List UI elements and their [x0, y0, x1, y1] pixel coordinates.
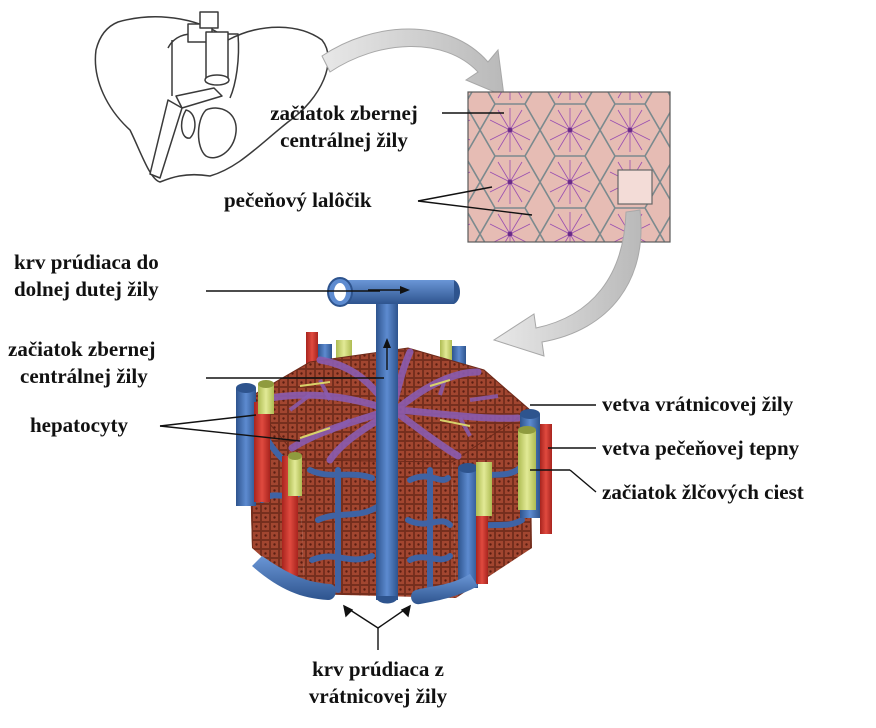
- zoom-box: [617, 169, 653, 205]
- portal-vein-branch-label: vetva vrátnicovej žily: [602, 392, 794, 416]
- lobule-3d-block: [236, 277, 552, 605]
- lobule-label: pečeňový lalôčik: [224, 188, 372, 212]
- ivc-flow-label: krv prúdiaca do dolnej dutej žily: [14, 250, 159, 301]
- central-vein-top-label: začiatok zbernej centrálnej žily: [270, 101, 418, 152]
- liver-outline-icon: [94, 11, 329, 183]
- portal-flow-label: krv prúdiaca z vrátnicovej žily: [308, 657, 448, 708]
- zoom-arrow-2-icon: [492, 209, 642, 357]
- zoom-arrow-1-icon: [321, 28, 505, 97]
- bile-duct-label: začiatok žlčových ciest: [602, 480, 804, 504]
- leader-lines: [159, 112, 597, 650]
- hepatic-artery-branch-label: vetva pečeňovej tepny: [602, 436, 800, 460]
- central-vein-mid-label: začiatok zbernej centrálnej žily: [8, 337, 156, 388]
- hepatocytes-label: hepatocyty: [30, 413, 128, 437]
